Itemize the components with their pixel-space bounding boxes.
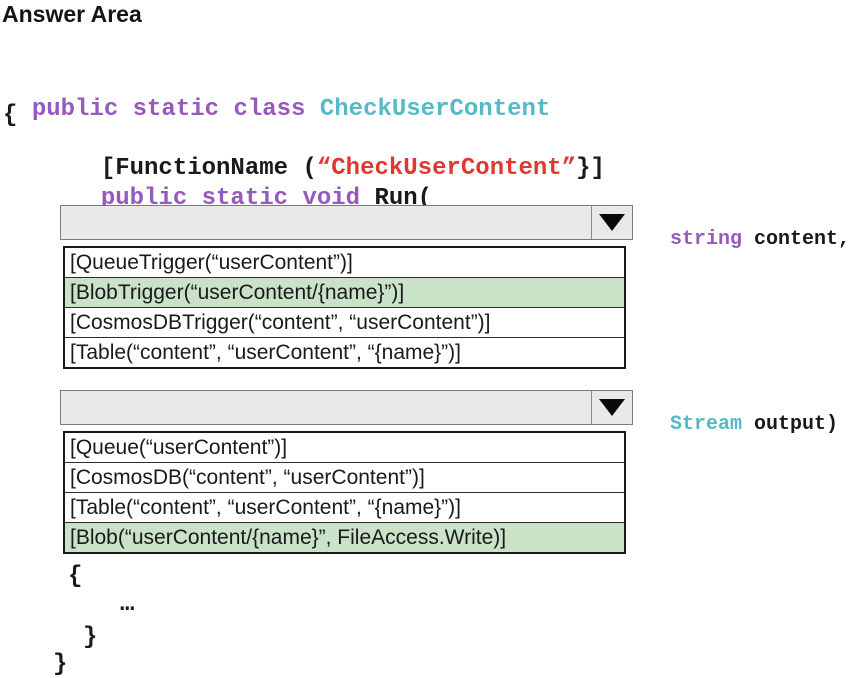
code-param2-type: Stream bbox=[670, 413, 743, 436]
trigger-option-queue-trigger[interactable]: [QueueTrigger(“userContent”)] bbox=[65, 248, 624, 278]
code-line-method-signature: public static void Run( bbox=[72, 163, 432, 211]
output-option-queue[interactable]: [Queue(“userContent”)] bbox=[65, 433, 624, 463]
chevron-down-icon bbox=[599, 399, 625, 416]
code-param-stream-output: Stream output) bbox=[646, 395, 838, 435]
trigger-dropdown-arrow-button[interactable] bbox=[591, 206, 632, 239]
code-line-body-close-brace: } bbox=[83, 624, 98, 651]
code-line-class-declaration: public static class CheckUserContent bbox=[3, 74, 550, 122]
trigger-dropdown[interactable] bbox=[60, 205, 633, 240]
output-option-cosmosdb[interactable]: [CosmosDB(“content”, “userContent”)] bbox=[65, 463, 624, 493]
code-line-class-open-brace: { bbox=[3, 102, 18, 129]
code-param1-type: string bbox=[670, 228, 743, 251]
code-line-body-ellipsis: … bbox=[120, 591, 135, 618]
trigger-option-cosmosdb-trigger[interactable]: [CosmosDBTrigger(“content”, “userContent… bbox=[65, 308, 624, 338]
code-param2-name: output) bbox=[742, 413, 839, 436]
code-line-class-close-brace: } bbox=[53, 651, 68, 678]
trigger-option-blob-trigger[interactable]: [BlobTrigger(“userContent/{name}”)] bbox=[65, 278, 624, 308]
output-dropdown-arrow-button[interactable] bbox=[591, 391, 632, 424]
code-attribute-suffix: }] bbox=[576, 155, 605, 182]
code-line-function-attribute: [FunctionName (“CheckUserContent”}] bbox=[72, 133, 605, 181]
output-option-table[interactable]: [Table(“content”, “userContent”, “{name}… bbox=[65, 493, 624, 523]
trigger-option-table-trigger[interactable]: [Table(“content”, “userContent”, “{name}… bbox=[65, 338, 624, 367]
code-keywords: public static class bbox=[31, 96, 320, 123]
code-param-string-content: string content, bbox=[646, 210, 850, 250]
code-line-body-open-brace: { bbox=[68, 563, 83, 590]
output-dropdown-option-list: [Queue(“userContent”)] [CosmosDB(“conten… bbox=[63, 431, 626, 554]
code-class-name: CheckUserContent bbox=[319, 96, 551, 123]
chevron-down-icon bbox=[599, 214, 625, 231]
page-title: Answer Area bbox=[2, 1, 142, 27]
code-param1-name: content, bbox=[742, 228, 851, 251]
code-attribute-prefix: [FunctionName ( bbox=[100, 155, 317, 182]
output-dropdown[interactable] bbox=[60, 390, 633, 425]
trigger-dropdown-option-list: [QueueTrigger(“userContent”)] [BlobTrigg… bbox=[63, 246, 626, 369]
output-option-blob[interactable]: [Blob(“userContent/{name}”, FileAccess.W… bbox=[65, 523, 624, 552]
code-attribute-string: “CheckUserContent” bbox=[316, 155, 577, 182]
